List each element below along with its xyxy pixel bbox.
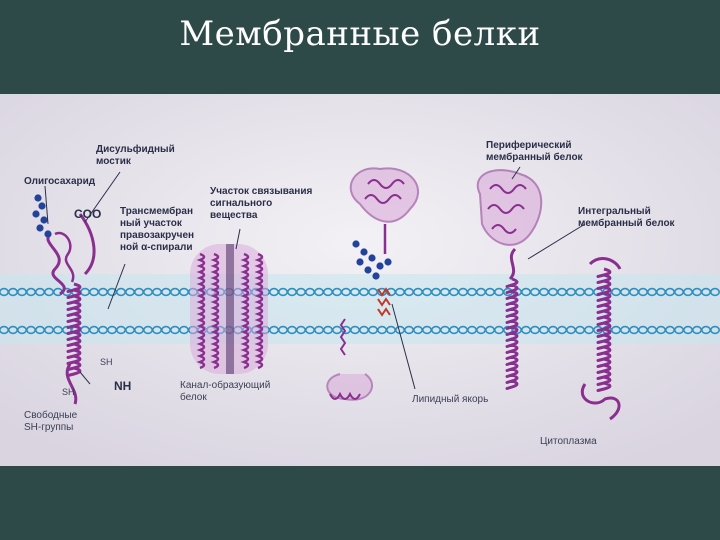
pointer-lines — [44, 166, 586, 390]
label-peripheral-protein: Периферический мембранный белок — [486, 140, 583, 163]
label-coo: COO — [74, 207, 102, 221]
label-channel-protein: Канал-образующий белок — [180, 380, 271, 403]
oligosaccharide-chain — [32, 194, 52, 238]
label-binding-site: Участок связывания сигнального вещества — [210, 186, 313, 221]
label-transmembrane-helix: Трансмембран ный участок правозакручен н… — [120, 206, 195, 253]
label-oligosaccharide: Олигосахарид — [24, 176, 96, 187]
label-disulfide-bridge: Дисульфидный мостик — [96, 144, 175, 167]
label-free-sh-groups: Свободные SH-группы — [24, 410, 78, 433]
transmembrane-protein — [46, 213, 96, 405]
label-lipid-anchor: Липидный якорь — [412, 394, 489, 405]
slide-title: Мембранные белки — [179, 14, 541, 54]
channel-protein — [190, 244, 268, 374]
oligosaccharide-chain-2 — [352, 240, 392, 280]
label-nh3: NH — [114, 379, 132, 393]
label-sh-bottom: SH — [62, 387, 75, 397]
lipid-anchored-protein — [326, 167, 420, 401]
peripheral-protein — [476, 169, 543, 390]
diagram-canvas — [0, 94, 720, 466]
label-integral-protein: Интегральный мембранный белок — [578, 206, 675, 229]
label-sh-top: SH — [100, 357, 113, 367]
integral-protein — [581, 257, 622, 421]
label-cytoplasm: Цитоплазма — [540, 436, 597, 447]
membrane-protein-diagram: Олигосахарид Дисульфидный мостик COO Тра… — [0, 94, 720, 466]
